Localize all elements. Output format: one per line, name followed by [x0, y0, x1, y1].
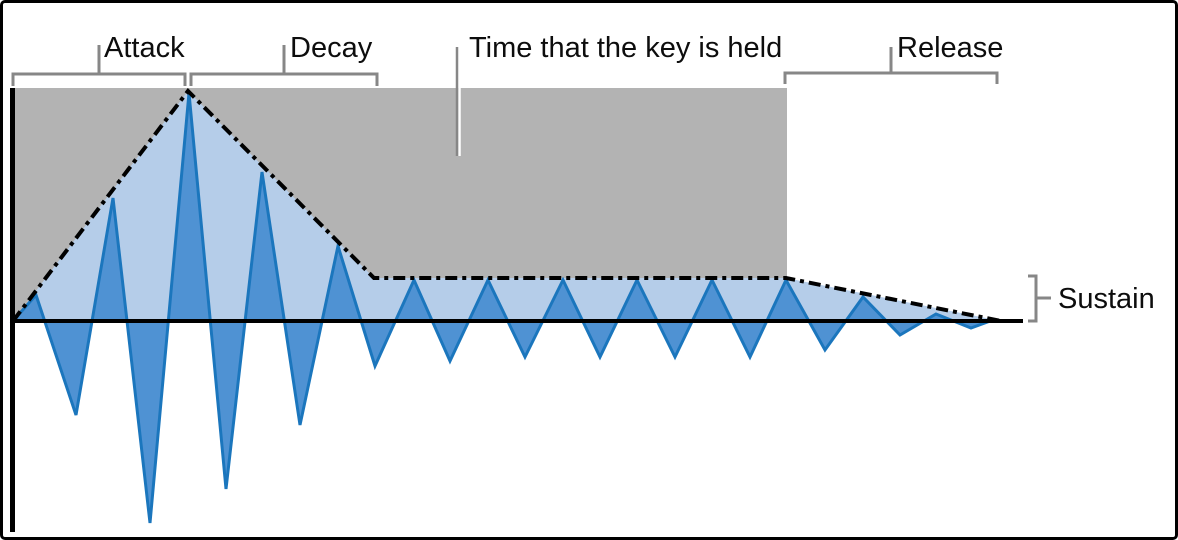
release-bracket: [783, 47, 999, 84]
attack-label: Attack: [104, 32, 185, 64]
envelope-line: [11, 87, 1002, 323]
key-held-label: Time that the key is held: [469, 32, 783, 64]
waveform: [9, 92, 1002, 524]
decay-label: Decay: [290, 32, 373, 64]
attack-bracket: [11, 45, 187, 86]
release-label: Release: [897, 32, 1004, 64]
envelope-plot: [9, 45, 1051, 532]
sustain-bracket: [1028, 274, 1051, 323]
sustain-label: Sustain: [1058, 283, 1155, 315]
decay-bracket: [189, 45, 379, 86]
